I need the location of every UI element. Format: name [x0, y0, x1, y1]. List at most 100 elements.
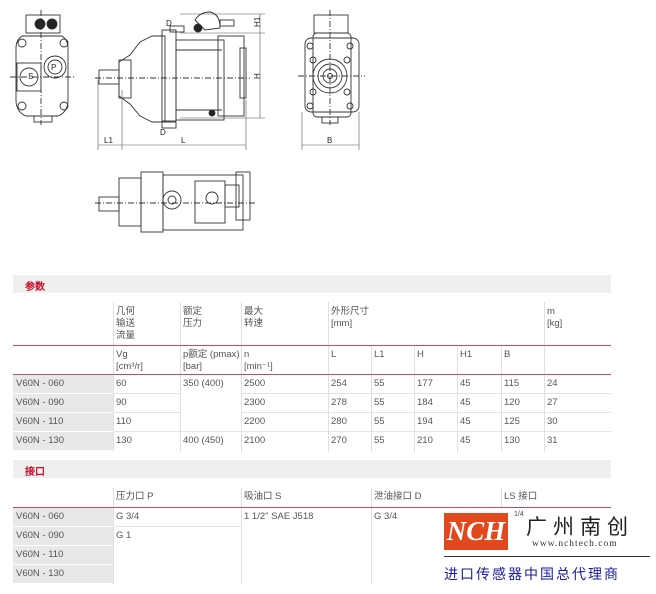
ports-section-bar-right	[311, 460, 611, 478]
units-rule	[13, 374, 611, 375]
dim-label-d-top: D	[166, 19, 172, 28]
cell-mass: 27	[547, 397, 558, 408]
front-view-drawing	[10, 10, 75, 125]
technical-drawings: S P D D H1 H L1 L B	[0, 0, 656, 262]
cell-suction-port: 1 1/2" SAE J518	[244, 511, 314, 522]
cell-h: 194	[417, 416, 433, 427]
row-rule	[113, 526, 241, 527]
cell-drain-port: G 3/4	[374, 511, 398, 522]
row-model: V60N - 060	[13, 375, 113, 393]
header-rule	[13, 507, 611, 508]
header-mass-2: [kg]	[547, 318, 563, 329]
cell-h1: 45	[460, 397, 471, 408]
cell-speed: 2100	[244, 435, 266, 446]
row-model: V60N - 110	[13, 546, 113, 564]
pump-drawing-svg: S P D D H1 H L1 L B	[10, 10, 365, 233]
port-label-s: S	[28, 72, 33, 81]
unit-dim-b: B	[504, 349, 511, 360]
cell-mass: 24	[547, 378, 558, 389]
row-rule	[241, 393, 611, 394]
cell-b: 115	[504, 378, 520, 389]
row-model: V60N - 060	[13, 508, 113, 526]
cell-h: 177	[417, 378, 433, 389]
row-rule	[113, 412, 180, 413]
unit-vg-symbol: Vg	[116, 349, 128, 360]
header-mass-1: m	[547, 306, 555, 317]
cell-l1: 55	[374, 378, 385, 389]
col-divider	[328, 302, 329, 452]
bottom-view-drawing	[95, 171, 255, 233]
dim-label-b: B	[327, 136, 332, 145]
cell-speed: 2300	[244, 397, 266, 408]
port-label-p: P	[51, 63, 56, 72]
row-model: V60N - 110	[13, 413, 113, 431]
header-pressure-2: 压力	[183, 318, 203, 329]
unit-pressure-symbol: p额定 (pmax)	[183, 349, 240, 360]
cell-l1: 55	[374, 435, 385, 446]
cell-mass: 31	[547, 435, 558, 446]
col-divider	[180, 302, 181, 452]
col-divider	[457, 345, 458, 452]
cell-h1: 45	[460, 378, 471, 389]
cell-l1: 55	[374, 397, 385, 408]
cell-vg: 110	[116, 416, 132, 427]
header-displacement-3: 流量	[116, 330, 136, 341]
cell-vg: 130	[116, 435, 132, 446]
col-divider	[371, 488, 372, 584]
cell-pressure-port: G 1	[116, 530, 132, 541]
header-displacement-2: 输送	[116, 318, 136, 329]
row-rule	[113, 393, 180, 394]
col-divider	[241, 488, 242, 584]
cell-pressure: 400 (450)	[183, 435, 224, 446]
unit-dim-h1: H1	[460, 349, 473, 360]
header-rule	[13, 345, 611, 346]
unit-dim-h: H	[417, 349, 424, 360]
side-view-drawing	[95, 11, 265, 150]
cell-l: 254	[331, 378, 347, 389]
col-divider	[113, 302, 114, 452]
dim-label-h1: H1	[253, 16, 262, 27]
row-rule	[241, 412, 611, 413]
col-divider	[544, 302, 545, 452]
cell-h: 184	[417, 397, 433, 408]
cell-pressure-port: G 3/4	[116, 511, 140, 522]
cell-speed: 2200	[244, 416, 266, 427]
company-tagline: 进口传感器中国总代理商	[444, 566, 620, 582]
ports-title: 接口	[25, 467, 45, 478]
header-suction-port: 吸油口 S	[244, 491, 282, 502]
logo-divider	[444, 556, 650, 557]
ls-port-fraction: 1/4	[514, 511, 524, 518]
col-divider	[414, 345, 415, 452]
dim-label-l1: L1	[104, 136, 113, 145]
header-pressure-port: 压力口 P	[116, 491, 154, 502]
cell-mass: 30	[547, 416, 558, 427]
col-divider	[501, 345, 502, 452]
header-speed-2: 转速	[244, 318, 264, 329]
cell-l: 278	[331, 397, 347, 408]
row-rule	[113, 431, 611, 432]
row-model: V60N - 130	[13, 432, 113, 450]
company-url: www.nchtech.com	[532, 539, 618, 549]
cell-h1: 45	[460, 416, 471, 427]
cell-l: 270	[331, 435, 347, 446]
header-displacement-1: 几何	[116, 306, 136, 317]
col-divider	[371, 345, 372, 452]
unit-dim-l1: L1	[374, 349, 385, 360]
header-speed-1: 最大	[244, 306, 264, 317]
col-divider	[241, 302, 242, 452]
cell-h: 210	[417, 435, 433, 446]
unit-speed: [min⁻¹]	[244, 361, 273, 372]
header-ls-port: LS 接口	[504, 491, 538, 502]
cell-vg: 90	[116, 397, 127, 408]
cell-b: 130	[504, 435, 520, 446]
unit-vg: [cm³/r]	[116, 361, 143, 372]
cell-pressure: 350 (400)	[183, 378, 224, 389]
row-model: V60N - 130	[13, 565, 113, 583]
parameters-section-bar-right	[311, 275, 611, 293]
row-model: V60N - 090	[13, 527, 113, 545]
unit-pressure: [bar]	[183, 361, 203, 372]
row-model: V60N - 090	[13, 394, 113, 412]
cell-l1: 55	[374, 416, 385, 427]
cell-vg: 60	[116, 378, 127, 389]
rear-view-drawing	[298, 10, 365, 150]
